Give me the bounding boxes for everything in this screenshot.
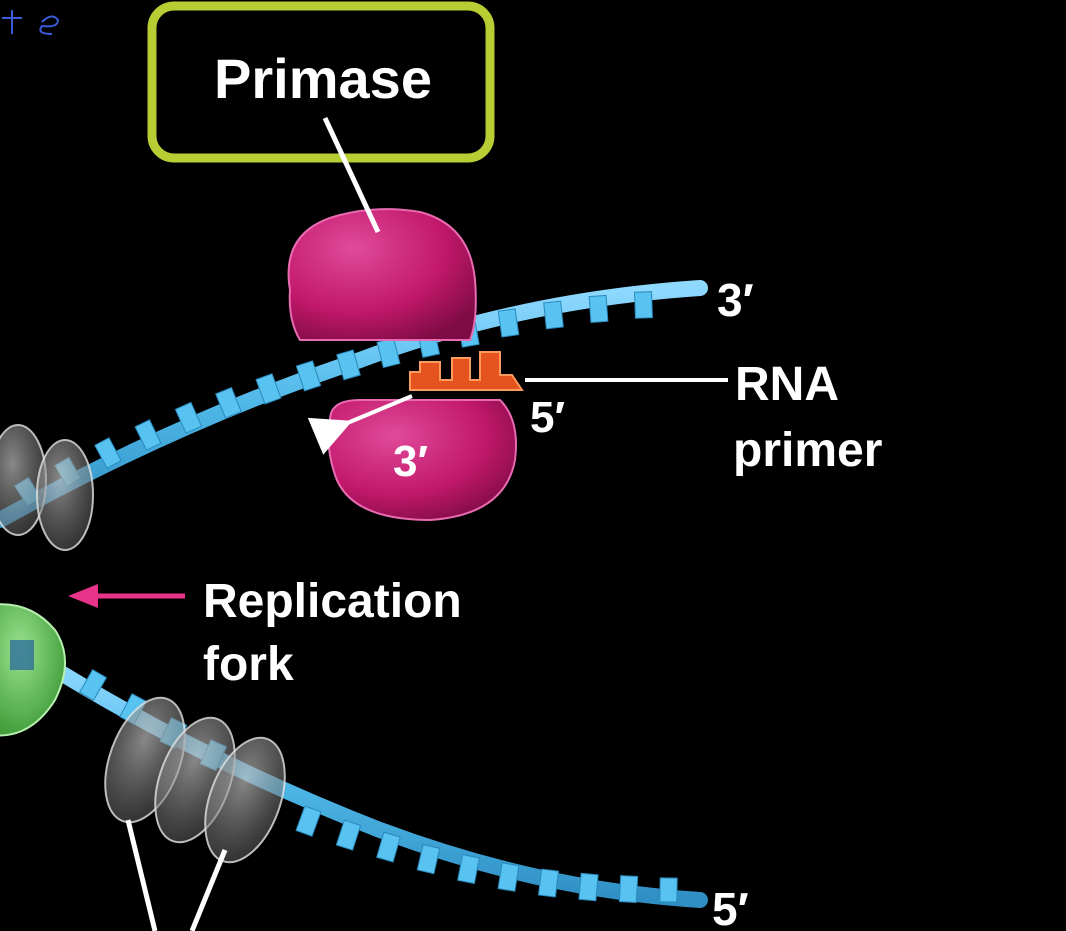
- rna-primer-label-line2: primer: [733, 424, 882, 477]
- rna-primer-label-line1: RNA: [735, 358, 839, 411]
- primase-label: Primase: [214, 47, 432, 110]
- top-strand-3prime-label: 3′: [717, 274, 754, 326]
- replication-fork-arrow: [68, 584, 185, 608]
- top-dna-strand: [0, 280, 708, 528]
- single-strand-binding-proteins-bottom: [104, 696, 286, 931]
- primer-3prime-label: 3′: [393, 437, 428, 486]
- rna-primer: [307, 351, 524, 455]
- primer-5prime-label: 5′: [530, 393, 565, 442]
- primase-enzyme: [287, 208, 517, 522]
- primase-callout: [147, 1, 495, 234]
- topoisomerase-protein: [0, 603, 66, 737]
- handwritten-annotation-mark: [2, 10, 60, 35]
- bottom-strand-5prime-label: 5′: [712, 883, 749, 931]
- replication-fork-label-line2: fork: [203, 638, 294, 691]
- replication-fork-label-line1: Replication: [203, 575, 462, 628]
- single-strand-binding-proteins-top: [0, 424, 94, 551]
